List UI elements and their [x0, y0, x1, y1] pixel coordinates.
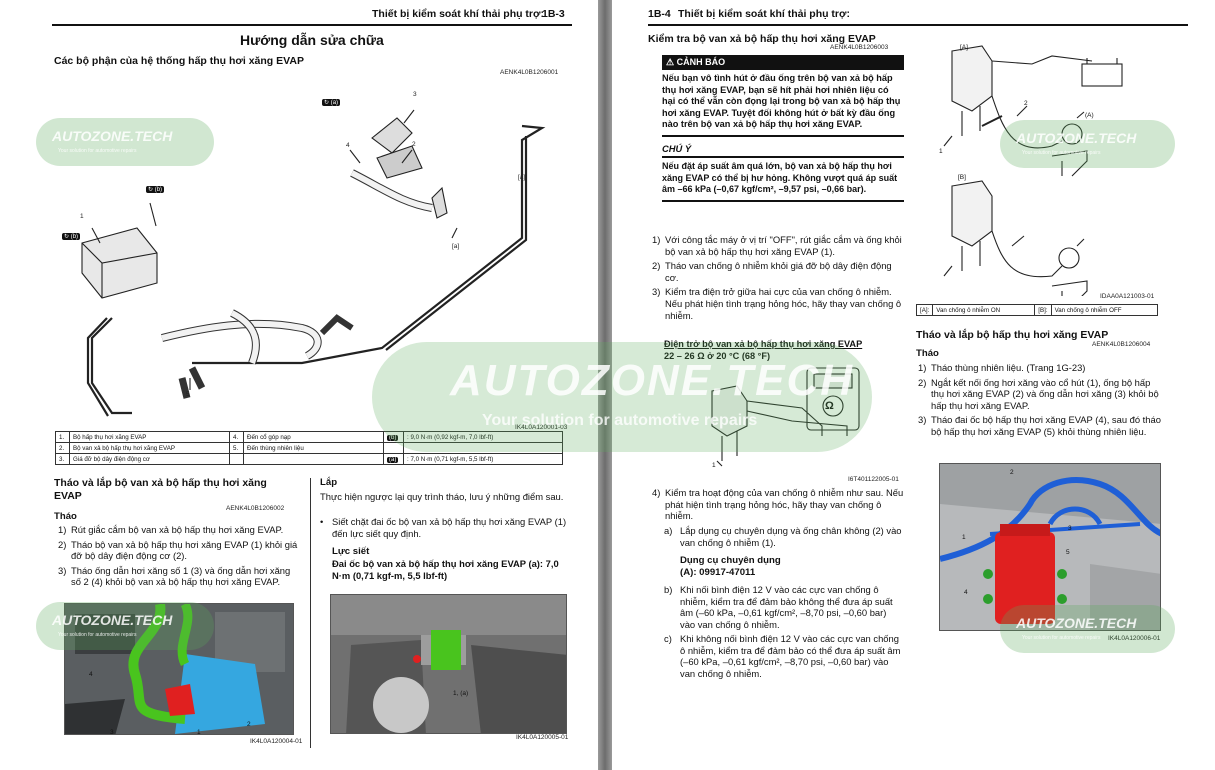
canister-steps: 1)Tháo thùng nhiên liệu. (Trang 1G-23) 2… [918, 362, 1163, 441]
left-page: Thiết bị kiểm soát khí thải phụ trợ: 1B-… [0, 0, 598, 770]
photo-callout-4: 4 [89, 671, 93, 678]
removal-figure-id: IK4L0A120004-01 [250, 738, 303, 745]
list-item: 2)Ngắt kết nối ống hơi xăng vào cổ hút (… [918, 376, 1159, 411]
components-ref: AENK4L0B1206001 [500, 69, 559, 76]
column-divider [310, 478, 311, 748]
canister-figure-id: IK4L0A120006-01 [1108, 635, 1161, 642]
list-item: 3)Kiểm tra điện trở giữa hai cực của van… [652, 286, 902, 321]
canister-callout-2: 2 [1010, 469, 1014, 476]
photo-callout-3: 3 [110, 729, 114, 736]
canister-ref: AENK4L0B1206004 [1092, 341, 1151, 348]
install-photo-callout: 1, (a) [453, 690, 469, 697]
canister-photo [939, 463, 1161, 631]
list-item: 1)Tháo thùng nhiên liệu. (Trang 1G-23) [918, 362, 1086, 373]
components-figure-id: IK4L0A120001-03 [515, 424, 568, 431]
section-title: Hướng dẫn sửa chữa [240, 32, 384, 48]
header-rule [52, 24, 572, 26]
callout-a-line-2: [a] [452, 243, 460, 250]
table-row: 1. Bộ hấp thụ hơi xăng EVAP 4. Đến cổ gó… [55, 431, 563, 443]
canister-callout-5: 5 [1066, 549, 1070, 556]
callout-4: 4 [346, 142, 350, 149]
header-rule [648, 24, 1188, 26]
canister-callout-1: 1 [962, 534, 966, 541]
removal-steps: 1)Rút giắc cắm bộ van xả bộ hấp thụ hơi … [58, 524, 298, 591]
book-gutter [598, 0, 612, 770]
left-page-number: 1B-3 [542, 8, 565, 20]
callout-5: 5 [186, 391, 190, 398]
substep-b: b)Khi nối bình điện 12 V vào các cực van… [664, 584, 893, 630]
torque-heading: Lực siết [332, 546, 370, 557]
substep-c: c)Khi không nối bình điện 12 V vào các c… [664, 633, 901, 679]
vacuum-test-diagram [943, 45, 1123, 296]
warning-box: ⚠ CẢNH BÁO Nếu bạn vô tình hút ở đầu ống… [662, 55, 904, 202]
canister-subheading: Tháo [916, 348, 939, 359]
resistance-spec-value: 22 – 26 Ω ở 20 °C (68 °F) [664, 351, 771, 361]
step-4: 4)Kiểm tra hoạt động của van chống ô nhi… [652, 487, 904, 522]
torque-symbol-b: ↻ (b) [146, 186, 165, 193]
meter-callout-1: 1 [712, 462, 716, 469]
inspection-steps: 1)Với công tắc máy ở vị trí "OFF", rút g… [652, 234, 904, 324]
install-bullet: •Siết chặt đai ốc bộ van xả bộ hấp thụ h… [320, 516, 567, 539]
install-figure-id: IK4L0A120005-01 [516, 734, 569, 741]
warning-text: Nếu bạn vô tình hút ở đầu ống trên bộ va… [662, 70, 904, 137]
note-text: Nếu đặt áp suất âm quá lớn, bộ van xả bộ… [662, 158, 904, 202]
callout-3: 3 [413, 91, 417, 98]
table-row: 3. Giá đỡ bộ dây điện động cơ (a) : 7,0 … [55, 453, 563, 465]
label-b: [B] [958, 174, 966, 181]
install-intro: Thực hiện ngược lại quy trình tháo, lưu … [320, 491, 564, 502]
canister-heading: Tháo và lắp bộ hấp thụ hơi xăng EVAP [916, 329, 1109, 341]
callout-2: 2 [412, 141, 416, 148]
install-subheading: Lắp [320, 477, 338, 488]
inspection-ref: AENK4L0B1206003 [830, 44, 889, 51]
ohmmeter-diagram [711, 367, 860, 467]
canister-callout-3: 3 [1068, 525, 1072, 532]
removal-subheading: Tháo [54, 511, 77, 522]
warning-title: ⚠ CẢNH BÁO [662, 55, 904, 70]
callout-1: 1 [80, 213, 84, 220]
label-a: [A] [960, 44, 968, 51]
torque-spec: Đai ốc bộ van xả bộ hấp thụ hơi xăng EVA… [332, 558, 559, 581]
callout-a-line: [a] [518, 174, 526, 181]
right-header-title: Thiết bị kiểm soát khí thải phụ trợ: [678, 8, 850, 20]
valve-state-legend: [A]: Van chống ô nhiễm ON [B]: Van chống… [915, 304, 1159, 316]
left-header-title: Thiết bị kiểm soát khí thải phụ trợ: [372, 8, 544, 20]
components-heading: Các bộ phận của hệ thống hấp thụ hơi xăn… [54, 55, 304, 67]
table-row: 2. Bộ van xả bộ hấp thụ hơi xăng EVAP 5.… [55, 442, 563, 454]
warning-icon: ⚠ [666, 57, 675, 67]
list-item: 1)Rút giắc cắm bộ van xả bộ hấp thụ hơi … [58, 524, 284, 535]
meter-figure-id: I6T401122005-01 [848, 476, 899, 483]
table-row: [A]: Van chống ô nhiễm ON [B]: Van chống… [915, 304, 1159, 316]
torque-symbol-a: ↻ (a) [322, 99, 341, 106]
vacuum-callout-2: 2 [1024, 100, 1028, 107]
right-page: 1B-4 Thiết bị kiểm soát khí thải phụ trợ… [612, 0, 1215, 770]
inspection-heading: Kiểm tra bộ van xả bộ hấp thụ hơi xăng E… [648, 33, 876, 45]
photo-callout-2: 2 [247, 721, 251, 728]
removal-heading: Tháo và lắp bộ van xả bộ hấp thụ hơi xăn… [54, 477, 267, 502]
torque-a-icon: (a) [387, 456, 399, 463]
removal-photo [64, 603, 294, 735]
tool-value: (A): 09917-47011 [680, 567, 756, 578]
tool-heading: Dụng cụ chuyên dụng [680, 555, 781, 566]
evap-components-diagram [81, 109, 546, 417]
canister-callout-4: 4 [964, 589, 968, 596]
tool-label-a: (A) [1085, 112, 1094, 119]
vacuum-figure-id: IDAA0A121003-01 [1100, 293, 1155, 300]
photo-callout-1: 1 [197, 729, 201, 736]
list-item: 1)Với công tắc máy ở vị trí "OFF", rút g… [652, 234, 902, 257]
note-title: CHÚ Ý [662, 143, 904, 158]
right-page-number: 1B-4 [648, 8, 671, 20]
list-item: 3)Tháo đai ốc bộ hấp thụ hơi xăng EVAP (… [918, 414, 1161, 437]
install-photo [330, 594, 567, 734]
parts-legend-table: 1. Bộ hấp thụ hơi xăng EVAP 4. Đến cổ gó… [55, 431, 563, 465]
list-item: 3)Tháo ống dẫn hơi xăng số 1 (3) và ống … [58, 564, 291, 588]
resistance-spec-heading: Điện trở bộ van xả bộ hấp thụ hơi xăng E… [664, 339, 863, 349]
torque-b-icon: (b) [387, 434, 399, 441]
substep-a: a)Lắp dụng cụ chuyên dụng và ống chân kh… [664, 525, 902, 548]
list-item: 2)Tháo van chống ô nhiễm khỏi giá đỡ bộ … [652, 260, 892, 283]
ohm-symbol-icon: Ω [825, 400, 834, 412]
list-item: 2)Tháo bộ van xả bộ hấp thụ hơi xăng EVA… [58, 538, 298, 562]
vacuum-callout-1: 1 [939, 148, 943, 155]
torque-symbol-b-2: ↻ (b) [62, 233, 81, 240]
removal-ref: AENK4L0B1206002 [226, 505, 285, 512]
